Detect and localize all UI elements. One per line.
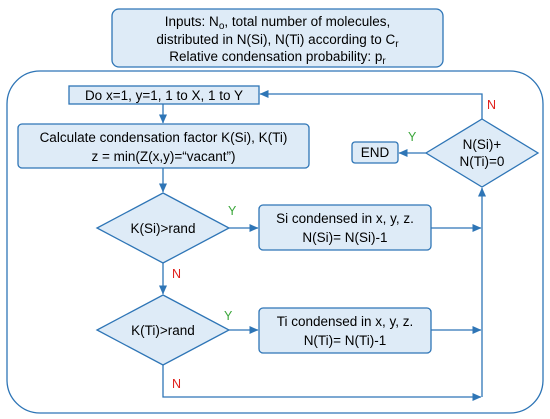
ti-condensed-line-1: Ti condensed in x, y, z. bbox=[277, 314, 414, 329]
inputs-line-2: distributed in N(Si), N(Ti) according to… bbox=[156, 32, 399, 50]
arrow-ti-no bbox=[162, 365, 482, 401]
yes-label-ti: Y bbox=[224, 309, 233, 323]
inputs-line-3: Relative condensation probability: pr bbox=[169, 49, 386, 67]
decision-end-line-2: N(Ti)=0 bbox=[460, 154, 505, 169]
arrow-loop-back bbox=[259, 90, 483, 119]
end-box bbox=[351, 141, 399, 164]
decision-ti-label: K(Ti)>rand bbox=[131, 323, 195, 338]
si-condensed-line-2: N(Si)= N(Si)-1 bbox=[302, 230, 387, 245]
inputs-box bbox=[111, 8, 444, 68]
loop-box bbox=[68, 85, 260, 105]
end-box-label: END bbox=[361, 145, 390, 160]
decision-end-line-1: N(Si)+ bbox=[463, 137, 502, 152]
simulation-frame bbox=[6, 70, 544, 414]
loop-box-label: Do x=1, y=1, 1 to X, 1 to Y bbox=[85, 88, 243, 103]
yes-label-end: Y bbox=[408, 130, 417, 144]
calculate-box-line-2: z = min(Z(x,y)=“vacant”) bbox=[91, 149, 235, 164]
decision-end-diamond bbox=[424, 118, 540, 188]
no-label-end: N bbox=[487, 98, 496, 112]
no-label-si: N bbox=[172, 267, 181, 281]
yes-label-si: Y bbox=[228, 204, 237, 218]
calculate-box-line-1: Calculate condensation factor K(Si), K(T… bbox=[40, 130, 288, 145]
inputs-line-1: Inputs: No, total number of molecules, bbox=[165, 14, 390, 32]
si-condensed-line-1: Si condensed in x, y, z. bbox=[276, 211, 414, 226]
decision-si-label: K(Si)>rand bbox=[131, 221, 196, 236]
no-label-ti: N bbox=[172, 377, 181, 391]
ti-condensed-line-2: N(Ti)= N(Ti)-1 bbox=[304, 333, 387, 348]
